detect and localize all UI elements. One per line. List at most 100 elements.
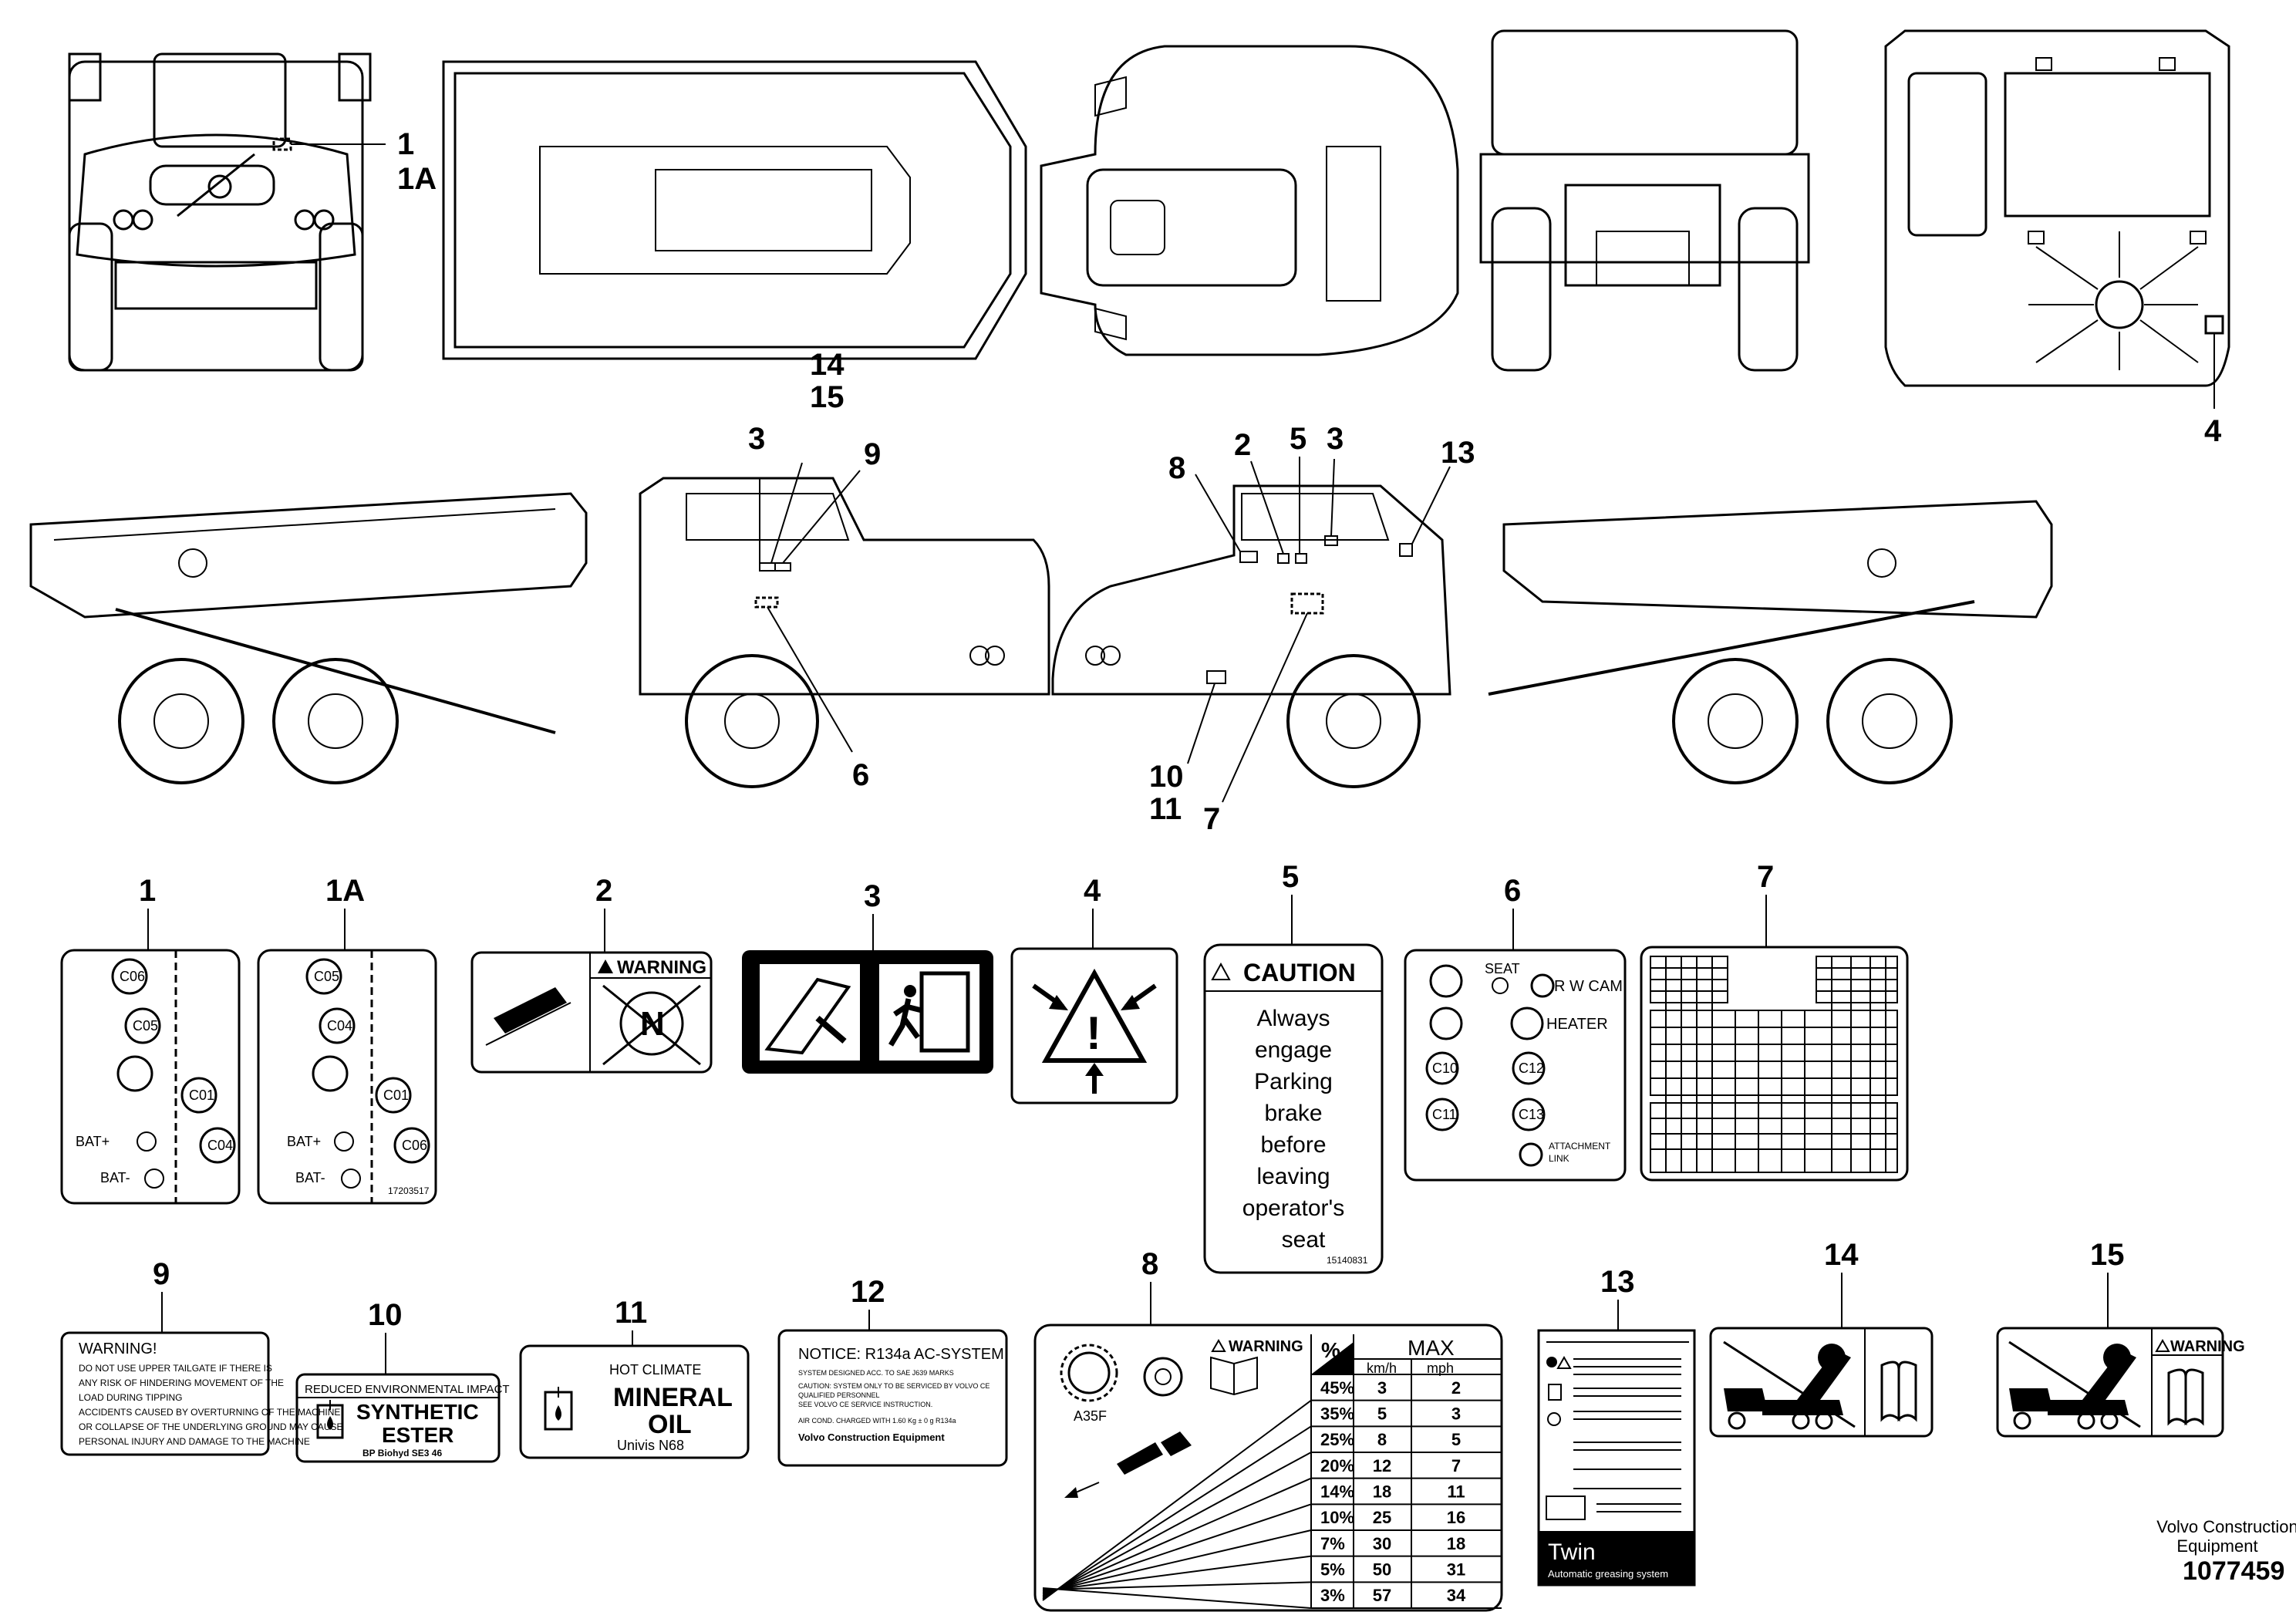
decal-1a-c04: C04	[327, 1018, 352, 1034]
decal-8-kmh: km/h	[1367, 1361, 1397, 1376]
callout-8-top: 8	[1168, 451, 1185, 485]
decal-5-line: seat	[1282, 1227, 1326, 1253]
decal-13-brand: Twin	[1548, 1539, 1596, 1565]
callout-15-top: 15	[810, 380, 845, 414]
callout-6-top: 6	[852, 758, 869, 792]
decal-10: 10 REDUCED ENVIRONMENTAL IMPACT SYNTHETI…	[295, 1298, 510, 1463]
footer-reference-number: 1077459	[2183, 1556, 2284, 1586]
decal-8-warning: WARNING	[1229, 1338, 1303, 1355]
decal-8-mph-cell: 34	[1447, 1586, 1466, 1605]
decal-5-line: engage	[1255, 1037, 1332, 1063]
decal-9-line: ACCIDENTS CAUSED BY OVERTURNING OF THE M…	[79, 1407, 340, 1418]
decal-8-mph: mph	[1427, 1361, 1454, 1376]
decal-14-number: 14	[1824, 1238, 1859, 1272]
decal-9-number: 9	[153, 1257, 170, 1291]
decal-8-pct-cell: 10%	[1320, 1508, 1354, 1527]
decal-5-number: 5	[1282, 860, 1299, 894]
decal-5-line: leaving	[1256, 1164, 1330, 1189]
decal-5-line: before	[1260, 1132, 1326, 1158]
decal-13-sub: Automatic greasing system	[1548, 1568, 1668, 1580]
callout-14-top: 14	[810, 348, 845, 382]
decal-5-line: brake	[1264, 1101, 1322, 1126]
decal-8-kmh-cell: 57	[1373, 1586, 1391, 1605]
decal-8-pct-cell: 3%	[1320, 1586, 1345, 1605]
callout-10-top: 10	[1149, 760, 1184, 794]
decal-1a-bat-plus: BAT+	[287, 1134, 321, 1149]
decal-12-line: CAUTION: SYSTEM ONLY TO BE SERVICED BY V…	[798, 1382, 990, 1390]
decal-9: 9 WARNING! DO NOT USE UPPER TAILGATE IF …	[60, 1257, 343, 1456]
decal-10-number: 10	[368, 1298, 403, 1332]
decal-2-number: 2	[595, 874, 612, 908]
side-view-left: 3 14 15 9 6	[29, 348, 1050, 792]
decal-9-title: WARNING!	[79, 1340, 157, 1357]
callout-1a: 1A	[397, 162, 437, 196]
decal-3-number: 3	[864, 879, 881, 913]
decal-8-mph-cell: 2	[1451, 1378, 1461, 1398]
decal-5: 5 CAUTION Always engage Parking brake be…	[1203, 860, 1384, 1274]
callout-4: 4	[2204, 414, 2222, 448]
decal-8-pct-cell: 45%	[1320, 1378, 1354, 1398]
decal-1: 1 C06 C05 C01 C04 BAT+ BAT-	[60, 874, 241, 1205]
decal-8-pct-cell: 35%	[1320, 1404, 1354, 1424]
decal-1-c05: C05	[133, 1018, 158, 1034]
decal-1a-code: 17203517	[388, 1185, 430, 1196]
decal-8-kmh-cell: 50	[1373, 1560, 1391, 1580]
callout-1: 1	[397, 127, 414, 161]
decal-15-number: 15	[2090, 1238, 2125, 1272]
decal-6-c10: C10	[1432, 1061, 1458, 1076]
decal-8-kmh-cell: 25	[1373, 1508, 1391, 1527]
decal-8-pct-cell: 20%	[1320, 1456, 1354, 1475]
decal-8-pct-cell: 14%	[1320, 1482, 1354, 1502]
decal-8-kmh-cell: 3	[1377, 1378, 1387, 1398]
decal-8-mph-cell: 11	[1447, 1482, 1465, 1502]
decal-4-number: 4	[1084, 874, 1101, 908]
decal-15-warning: WARNING	[2170, 1338, 2245, 1355]
decal-1-number: 1	[139, 874, 156, 908]
decal-8-kmh-cell: 5	[1377, 1404, 1387, 1424]
front-view: 1 1A	[68, 52, 437, 372]
decal-8-slope-line	[1042, 1529, 1312, 1593]
callout-9-top: 9	[864, 437, 881, 471]
callout-2-top: 2	[1234, 428, 1251, 462]
decal-1a: 1A C05 C04 C01 C06 BAT+ BAT- 17203517	[257, 874, 437, 1205]
decal-8-slope-line	[1042, 1587, 1312, 1609]
decal-8-pct-cell: 5%	[1320, 1560, 1345, 1580]
decal-8-slope-line	[1042, 1425, 1312, 1600]
decal-8-slope-line	[1042, 1477, 1312, 1597]
decal-8-pct-cell: 7%	[1320, 1534, 1345, 1553]
cab-rear-view: 4	[1884, 29, 2230, 448]
decal-11-header: HOT CLIMATE	[609, 1362, 701, 1378]
decal-6-heater: HEATER	[1546, 1016, 1608, 1033]
decal-2: 2 WARNING N	[470, 874, 713, 1074]
callout-7-top: 7	[1203, 802, 1220, 836]
decal-12-line: SYSTEM DESIGNED ACC. TO SAE J639 MARKS	[798, 1369, 954, 1377]
decal-7-number: 7	[1757, 860, 1774, 894]
decal-8-pct-cell: 25%	[1320, 1430, 1354, 1449]
decal-9-line: DO NOT USE UPPER TAILGATE IF THERE IS	[79, 1363, 272, 1374]
decal-2-warning: WARNING	[617, 957, 706, 978]
callout-13-top: 13	[1441, 436, 1475, 470]
decal-13: 13 Twin Automatic greasing system	[1537, 1265, 1696, 1587]
decal-8-number: 8	[1141, 1247, 1158, 1281]
callout-3-left: 3	[748, 422, 765, 456]
decal-11-foot: Univis N68	[617, 1438, 684, 1453]
top-view-front	[1040, 45, 1459, 356]
decal-5-line: Parking	[1254, 1069, 1333, 1094]
decal-9-line: OR COLLAPSE OF THE UNDERLYING GROUND MAY…	[79, 1421, 343, 1432]
decal-8-kmh-cell: 30	[1373, 1534, 1391, 1553]
decal-11-number: 11	[615, 1296, 647, 1330]
decal-9-line: PERSONAL INJURY AND DAMAGE TO THE MACHIN…	[79, 1436, 310, 1447]
decal-8-slope-line	[1042, 1503, 1312, 1595]
decal-11-line-1: MINERAL	[613, 1383, 733, 1412]
decal-8-mph-cell: 16	[1447, 1508, 1465, 1527]
decal-10-line-2: ESTER	[382, 1423, 453, 1447]
decal-6-number: 6	[1504, 874, 1521, 908]
decal-6-seat: SEAT	[1485, 961, 1520, 976]
decal-1a-c06: C06	[402, 1138, 427, 1153]
decal-14: 14	[1709, 1238, 1934, 1438]
decal-15: 15 WARNING	[1996, 1238, 2245, 1438]
decal-8-kmh-cell: 18	[1373, 1482, 1391, 1502]
